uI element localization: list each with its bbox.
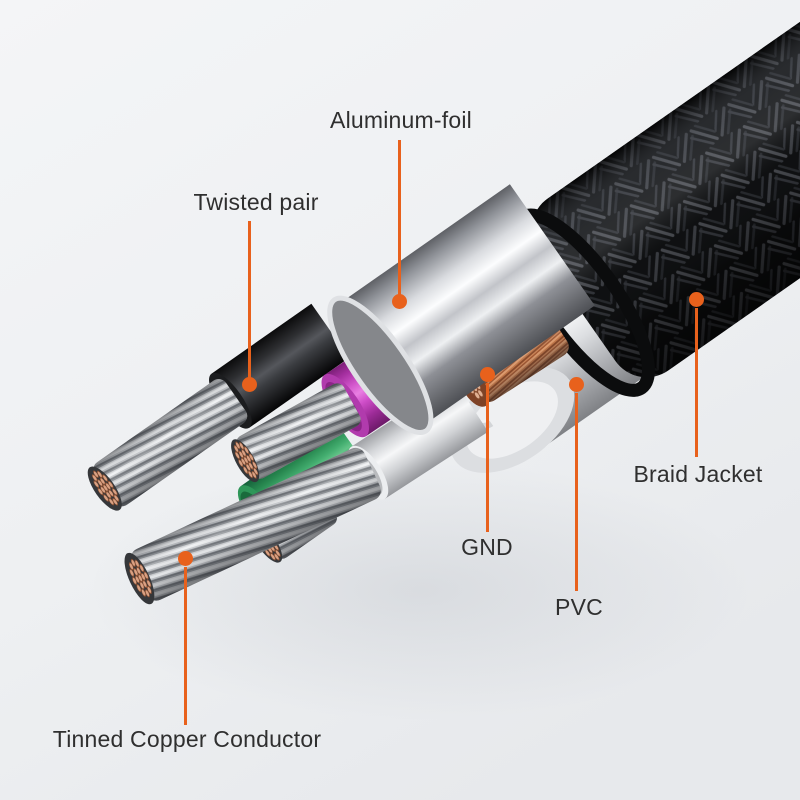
tinned-copper-conductor-line	[184, 567, 187, 725]
braid-jacket-label: Braid Jacket	[633, 461, 763, 487]
twisted-pair-label: Twisted pair	[193, 189, 319, 215]
aluminum-foil-line	[398, 140, 401, 295]
pvc-line	[575, 393, 578, 591]
soft-shadow	[90, 460, 750, 720]
magenta-wire-strands-graphic	[229, 383, 361, 483]
tinned-copper-conductor-dot	[178, 551, 193, 566]
gnd-label: GND	[461, 534, 513, 560]
copper-conductor-graphic	[123, 447, 381, 605]
braid-jacket-line	[695, 308, 698, 457]
twisted-pair-line	[248, 221, 251, 378]
twisted-pair-dot	[242, 377, 257, 392]
pvc-label: PVC	[555, 594, 603, 620]
tinned-copper-conductor-label: Tinned Copper Conductor	[52, 726, 322, 752]
aluminum-foil-dot	[392, 294, 407, 309]
aluminum-foil-graphic	[327, 184, 595, 436]
braid-jacket-dot	[689, 292, 704, 307]
black-wire-strands-graphic	[86, 379, 248, 511]
gnd-dot	[480, 367, 495, 382]
aluminum-foil-label: Aluminum-foil	[330, 107, 472, 133]
pvc-dot	[569, 377, 584, 392]
gnd-line	[486, 383, 489, 532]
